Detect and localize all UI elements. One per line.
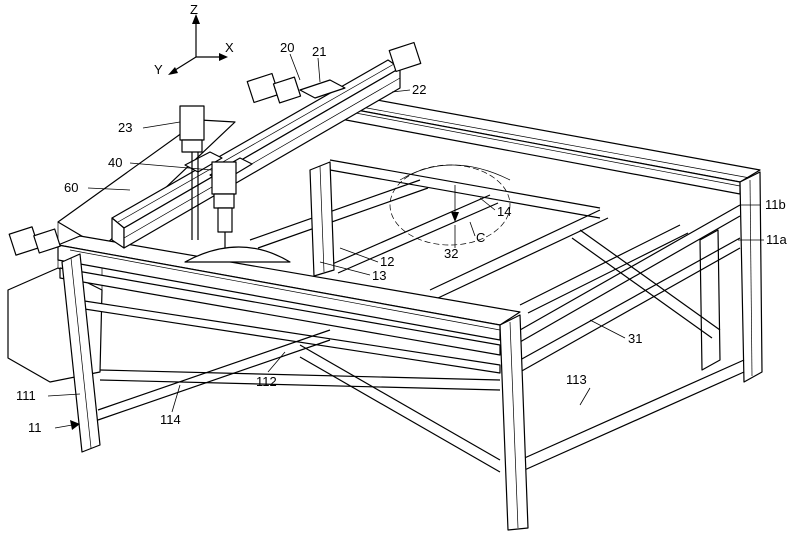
label-32: 32 xyxy=(444,246,458,261)
label-11b: 11b xyxy=(765,197,786,212)
label-11: 11 xyxy=(28,420,42,435)
label-114: 114 xyxy=(160,412,181,427)
label-12: 12 xyxy=(380,254,394,269)
label-13: 13 xyxy=(372,268,386,283)
axis-indicator: Z X Y xyxy=(154,2,234,77)
label-23: 23 xyxy=(118,120,132,135)
label-40: 40 xyxy=(108,155,122,170)
motor-left xyxy=(9,227,60,255)
axis-z-label: Z xyxy=(190,2,198,17)
label-c: C xyxy=(476,230,485,245)
label-113: 113 xyxy=(566,372,587,387)
lower-front-members xyxy=(98,330,500,472)
axis-y-label: Y xyxy=(154,62,163,77)
label-31: 31 xyxy=(628,331,642,346)
rear-rail xyxy=(330,96,760,194)
label-112: 112 xyxy=(256,374,277,389)
label-14: 14 xyxy=(497,204,511,219)
label-111: 111 xyxy=(16,388,36,403)
label-60: 60 xyxy=(64,180,78,195)
motor-20 xyxy=(247,74,300,103)
label-21: 21 xyxy=(312,44,326,59)
axis-x-label: X xyxy=(225,40,234,55)
label-20: 20 xyxy=(280,40,294,55)
label-22: 22 xyxy=(412,82,426,97)
motor-40 xyxy=(212,162,236,250)
label-11a: 11a xyxy=(766,232,787,247)
right-frame xyxy=(520,172,762,472)
